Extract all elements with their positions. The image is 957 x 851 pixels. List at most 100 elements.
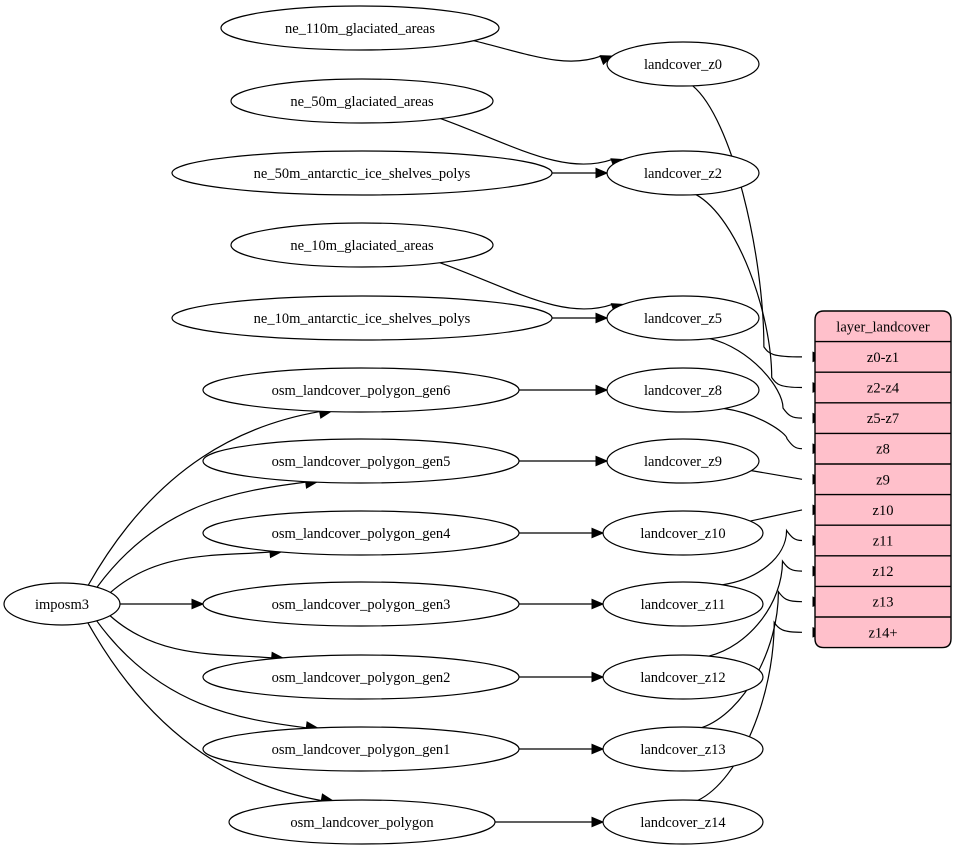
- edge-arrowhead: [595, 455, 609, 467]
- osm-node-ellipse: [202, 654, 520, 700]
- landcover-node-label: landcover_z13: [640, 742, 725, 758]
- layer-table-row[interactable]: z14+: [815, 616, 951, 641]
- layer-landcover-table[interactable]: layer_landcover z0-z1 z2-z4 z5-z7 z8 z9 z10 z11…: [814, 310, 952, 649]
- node-osm_landcover_polygon[interactable]: osm_landcover_polygon: [228, 799, 496, 845]
- landcover-node-ellipse: [602, 510, 764, 556]
- natural-earth-node-label: ne_110m_glaciated_areas: [285, 21, 435, 37]
- edge: [473, 40, 602, 62]
- edge: [96, 620, 307, 729]
- node-landcover_z12[interactable]: landcover_z12: [602, 654, 764, 700]
- source-node-ellipse: [3, 582, 121, 626]
- edge-arrowhead: [591, 816, 605, 828]
- osm-node-ellipse: [202, 726, 520, 772]
- edge-arrowhead: [591, 598, 605, 610]
- layer-table-row-label: z10: [873, 503, 894, 519]
- layer-table-row[interactable]: z2-z4: [815, 371, 951, 397]
- edge-arrowhead: [595, 384, 609, 396]
- layer-table-row-label: z8: [876, 442, 890, 458]
- edge: [723, 407, 803, 450]
- landcover-node-label: landcover_z12: [640, 670, 725, 686]
- node-landcover_z9[interactable]: landcover_z9: [606, 438, 760, 484]
- node-landcover_z2[interactable]: landcover_z2: [606, 150, 760, 196]
- landcover-node-ellipse: [606, 150, 760, 196]
- layer-table-row[interactable]: z5-z7: [815, 402, 951, 427]
- osm-node-label: osm_landcover_polygon_gen2: [272, 670, 451, 686]
- edge: [439, 262, 613, 310]
- edge: [722, 528, 803, 586]
- layer-table-background: [814, 310, 952, 649]
- node-landcover_z10[interactable]: landcover_z10: [602, 510, 764, 556]
- landcover-node-label: landcover_z0: [644, 57, 722, 73]
- osm-node-ellipse: [202, 581, 520, 627]
- layer-table-header: layer_landcover: [836, 319, 930, 335]
- layer-table-row[interactable]: z11: [815, 524, 951, 550]
- layer-table-row[interactable]: z0-z1: [815, 340, 951, 366]
- layer-table-row[interactable]: z10: [815, 493, 951, 519]
- node-osm_landcover_polygon_gen4[interactable]: osm_landcover_polygon_gen4: [202, 510, 520, 556]
- osm-node-label: osm_landcover_polygon_gen6: [272, 383, 451, 399]
- edge: [110, 551, 271, 593]
- edge: [87, 622, 322, 802]
- node-ne_50m_glaciated_areas[interactable]: ne_50m_glaciated_areas: [230, 78, 494, 124]
- node-osm_landcover_polygon_gen3[interactable]: osm_landcover_polygon_gen3: [202, 581, 520, 627]
- landcover-node-label: landcover_z9: [644, 454, 722, 470]
- edge-arrowhead: [591, 527, 605, 539]
- osm-node-ellipse: [228, 799, 496, 845]
- layer-table-row[interactable]: z9: [815, 463, 951, 488]
- node-osm_landcover_polygon_gen5[interactable]: osm_landcover_polygon_gen5: [202, 438, 520, 484]
- landcover-node-ellipse: [606, 41, 760, 87]
- osm-node-label: osm_landcover_polygon: [290, 815, 434, 831]
- node-ne_50m_antarctic_ice_shelves_polys[interactable]: ne_50m_antarctic_ice_shelves_polys: [171, 150, 553, 196]
- landcover-node-label: landcover_z10: [640, 526, 725, 542]
- osm-node-ellipse: [202, 510, 520, 556]
- edge: [695, 194, 803, 389]
- node-landcover_z11[interactable]: landcover_z11: [602, 581, 764, 627]
- node-osm_landcover_polygon_gen2[interactable]: osm_landcover_polygon_gen2: [202, 654, 520, 700]
- nodes-layer: imposm3 ne_110m_glaciated_areas ne_50m_gla…: [3, 5, 764, 845]
- landcover-node-ellipse: [602, 654, 764, 700]
- layer-table-row[interactable]: z13: [815, 585, 951, 611]
- edge: [751, 470, 803, 480]
- landcover-node-label: landcover_z5: [644, 311, 722, 327]
- edge-arrowhead: [591, 743, 605, 755]
- osm-node-label: osm_landcover_polygon_gen1: [272, 742, 451, 758]
- edge: [709, 338, 803, 419]
- layer-table-header-label: layer_landcover: [836, 319, 930, 335]
- natural-earth-node-label: ne_10m_glaciated_areas: [290, 238, 434, 254]
- layer-table-row-label: z5-z7: [867, 411, 899, 427]
- node-landcover_z0[interactable]: landcover_z0: [606, 41, 760, 87]
- layer-table-row[interactable]: z8: [815, 432, 951, 458]
- node-osm_landcover_polygon_gen6[interactable]: osm_landcover_polygon_gen6: [202, 367, 520, 413]
- landcover-node-ellipse: [602, 581, 764, 627]
- edge: [697, 620, 803, 801]
- node-landcover_z5[interactable]: landcover_z5: [606, 295, 760, 341]
- node-ne_110m_glaciated_areas[interactable]: ne_110m_glaciated_areas: [220, 5, 500, 51]
- layer-table-row-label: z9: [876, 472, 890, 488]
- osm-node-ellipse: [202, 438, 520, 484]
- landcover-node-label: landcover_z14: [640, 815, 726, 831]
- node-ne_10m_antarctic_ice_shelves_polys[interactable]: ne_10m_antarctic_ice_shelves_polys: [171, 295, 553, 341]
- edge: [440, 118, 613, 165]
- node-landcover_z8[interactable]: landcover_z8: [606, 367, 760, 413]
- layer-table-row-label: z14+: [868, 625, 897, 641]
- landcover-node-ellipse: [606, 367, 760, 413]
- edge: [109, 615, 272, 659]
- landcover-node-ellipse: [606, 438, 760, 484]
- landcover-node-ellipse: [602, 799, 764, 845]
- node-landcover_z13[interactable]: landcover_z13: [602, 726, 764, 772]
- natural-earth-node-ellipse: [171, 150, 553, 196]
- layer-table-row[interactable]: z12: [815, 555, 951, 580]
- layer-table-row-label: z12: [873, 564, 894, 580]
- node-landcover_z14[interactable]: landcover_z14: [602, 799, 764, 845]
- layer-table-row-label: z11: [873, 534, 893, 550]
- edge: [750, 509, 803, 522]
- node-imposm3[interactable]: imposm3: [3, 582, 121, 626]
- natural-earth-node-ellipse: [171, 295, 553, 341]
- source-node-label: imposm3: [35, 597, 89, 613]
- layer-table-row-label: z0-z1: [867, 350, 899, 366]
- node-osm_landcover_polygon_gen1[interactable]: osm_landcover_polygon_gen1: [202, 726, 520, 772]
- natural-earth-node-ellipse: [230, 222, 494, 268]
- node-ne_10m_glaciated_areas[interactable]: ne_10m_glaciated_areas: [230, 222, 494, 268]
